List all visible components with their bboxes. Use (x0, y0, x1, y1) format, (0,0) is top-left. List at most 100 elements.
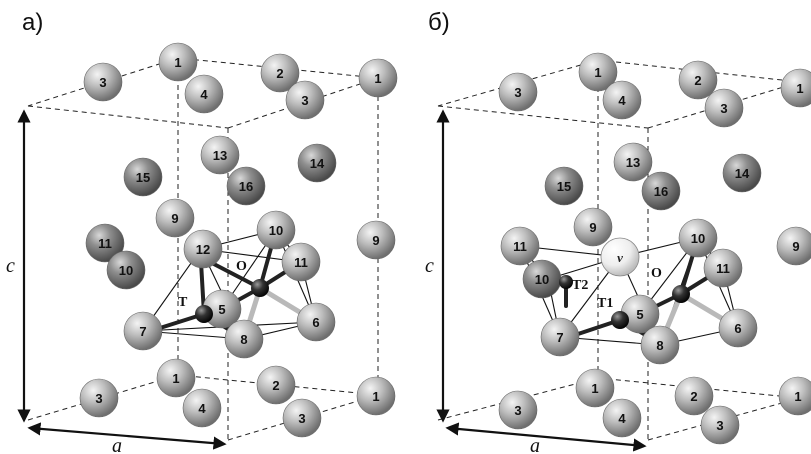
panel-a-atom-number: 2 (276, 66, 283, 81)
panel-a-atom-number: 3 (99, 75, 106, 90)
panel-b-atom-sphere (578, 52, 618, 92)
panel-a-atom-sphere (285, 80, 325, 120)
panel-a-tetrahedral-site (195, 305, 213, 323)
panel-b-atom-number: 9 (589, 220, 596, 235)
panel-b-atom-sphere (704, 88, 744, 128)
panel-b-octahedral-site (672, 285, 690, 303)
panel-b-atom-sphere (678, 60, 718, 100)
panel-a-atom-sphere (358, 58, 398, 98)
panel-a-atom-number: 10 (119, 263, 133, 278)
panel-b-a-axis-arrow (445, 422, 647, 452)
panel-b-atom-sphere (640, 325, 680, 365)
panel-a-atom-sphere (356, 220, 396, 260)
panel-b-atom-sphere (641, 171, 681, 211)
panel-b-atom-number: 5 (636, 307, 643, 322)
panel-a-atom-number: 3 (301, 93, 308, 108)
panel-b-label: б) (428, 9, 450, 36)
panel-a-atom-sphere (85, 223, 125, 263)
panel-a-c-label: c (6, 255, 15, 277)
panel-b-atom-sphere (602, 80, 642, 120)
panel-a-atom-sphere (200, 135, 240, 175)
panel-a-atom-sphere (226, 166, 266, 206)
panel-b-atom-number: 8 (656, 338, 663, 353)
panel-a-atom-number: 6 (312, 315, 319, 330)
panel-b-atom-number: 10 (691, 231, 705, 246)
panel-b-atom-number: 3 (720, 101, 727, 116)
panel-a-a-label: a (112, 435, 122, 454)
panel-b-atom-number: 3 (716, 418, 723, 433)
panel-b-atom-sphere (778, 376, 811, 416)
panel-a-atom-number: 10 (269, 223, 283, 238)
panel-b-atom-number: 1 (796, 81, 803, 96)
panel-b-atom-number: 2 (694, 73, 701, 88)
panel-a-atom-number: 7 (139, 324, 146, 339)
panel-b-atom-number: 15 (557, 179, 571, 194)
panel-b-atom-sphere (498, 72, 538, 112)
panel-b-atom-sphere (544, 166, 584, 206)
panel-a-atom-number: 4 (200, 87, 208, 102)
panel-a-atom-sphere (79, 378, 119, 418)
panel-b-atom-number: 13 (626, 155, 640, 170)
panel-a-atom-sphere (297, 143, 337, 183)
panel-a-atom-number: 14 (310, 156, 325, 171)
panel-b-atom-sphere (678, 218, 718, 258)
panel-a-atom-sphere (123, 311, 163, 351)
panel-a-atom-number: 1 (372, 389, 379, 404)
panel-a-atom-number: 5 (218, 302, 225, 317)
panel-b-atom-sphere (613, 142, 653, 182)
panel-a-label: а) (22, 9, 43, 36)
panel-b-atom-sphere (718, 308, 758, 348)
panel-b-tetrahedral-site-t1 (611, 311, 629, 329)
panel-b-atom-number: 1 (594, 65, 601, 80)
panel-a-atom-number: 4 (198, 401, 206, 416)
panel-b-atom-sphere (602, 398, 642, 438)
panel-b-atom-sphere (674, 376, 714, 416)
panel-b-site-t2-label: T2 (572, 278, 588, 293)
panel-a-atom-sphere (183, 229, 223, 269)
panel-a-atom-sphere (123, 157, 163, 197)
panel-b-atom-sphere (500, 226, 540, 266)
panel-a-atom-sphere (184, 74, 224, 114)
panel-b-atom-sphere (780, 68, 811, 108)
panel-b-atom-number: 16 (654, 184, 668, 199)
panel-a-atom-sphere (260, 53, 300, 93)
panel-b-atom-number: 10 (535, 272, 549, 287)
panel-a-atom-sphere (83, 62, 123, 102)
panel-a-atom-number: 11 (294, 255, 308, 270)
panel-a-atom-number: 8 (240, 332, 247, 347)
panel-a-atom-number: 11 (98, 236, 112, 251)
panel-a-atom-number: 15 (136, 170, 150, 185)
panel-a-atom-number: 1 (172, 371, 179, 386)
panel-b-atom-number: 4 (618, 93, 626, 108)
panel-a-atom-sphere (155, 198, 195, 238)
panel-b-a-label: a (530, 435, 540, 454)
panel-b-c-label: c (425, 255, 434, 277)
panel-b-atom-sphere (703, 248, 743, 288)
panel-a: а) c a (6, 9, 398, 454)
panel-b-atom-number: 11 (513, 239, 527, 254)
panel-b-atom-number: 4 (618, 411, 626, 426)
panel-a-atom-number: 3 (95, 391, 102, 406)
panel-a-atom-sphere (158, 42, 198, 82)
panel-b-atom-number: 3 (514, 403, 521, 418)
panel-b-atom-number: 11 (716, 261, 730, 276)
panel-b-atom-sphere (573, 207, 613, 247)
panel-a-atom-number: 3 (298, 411, 305, 426)
panel-a-a-axis-arrow (27, 422, 227, 450)
panel-b-atom-sphere (700, 405, 740, 445)
panel-b-atom-sphere (722, 153, 762, 193)
panel-b-atom-number: 14 (735, 166, 750, 181)
panel-b-atom-number: 1 (591, 381, 598, 396)
panel-a-atom-sphere (156, 358, 196, 398)
panel-a-atom-number: 12 (196, 242, 210, 257)
panel-b-site-o-label: O (651, 266, 662, 281)
panel-a-site-o-label: O (236, 259, 247, 274)
panel-b-atom-number: 1 (794, 389, 801, 404)
panel-b-vacancy-sphere (600, 237, 640, 277)
panel-a-atom-sphere (296, 302, 336, 342)
panel-a-atom-sphere (106, 250, 146, 290)
panel-a-atom-sphere (256, 210, 296, 250)
panel-a-octahedral-site (251, 279, 269, 297)
